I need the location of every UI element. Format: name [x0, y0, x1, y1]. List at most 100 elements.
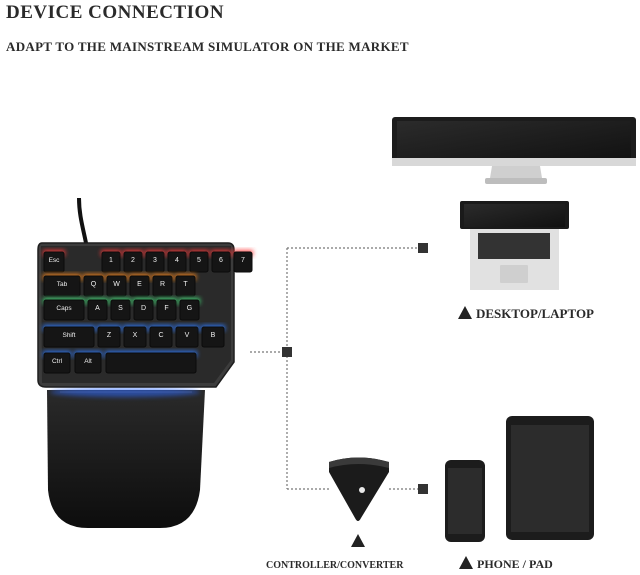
key-label: G [187, 305, 192, 312]
key-cap [105, 352, 197, 374]
key-cap [83, 275, 104, 297]
key-cap [43, 275, 81, 297]
key-label: 6 [219, 257, 223, 264]
keyboard-key: Esc [43, 250, 65, 273]
key-label: 2 [131, 257, 135, 264]
key-label: Ctrl [52, 358, 63, 365]
key-label: Z [107, 332, 112, 339]
key-cap [149, 326, 173, 348]
keyboard-key: A [87, 298, 108, 321]
page-title: DEVICE CONNECTION [6, 2, 225, 23]
key-cap [97, 326, 121, 348]
keyboard-key: Q [83, 274, 104, 297]
palm-rest [47, 390, 205, 528]
key-label: D [141, 305, 146, 312]
key-cap [152, 275, 173, 297]
triangle-marker-icon [458, 306, 472, 319]
key-cap [145, 251, 165, 273]
keyboard-key: 2 [123, 250, 143, 273]
keyboard-key: B [201, 325, 225, 348]
connector-nodes [282, 243, 428, 494]
laptop-icon [460, 201, 569, 290]
key-label: Q [91, 281, 97, 288]
key-label: Caps [56, 305, 72, 312]
converter-icon [329, 457, 389, 521]
key-cap [101, 251, 121, 273]
key-label: E [137, 281, 142, 288]
key-label: V [185, 332, 190, 339]
keyboard-key: E [129, 274, 150, 297]
phone-pad-label: PHONE / PAD [459, 556, 553, 572]
key-label: C [158, 332, 163, 339]
underglow [50, 387, 200, 397]
keyboard-key: 4 [167, 250, 187, 273]
key-label: A [95, 305, 100, 312]
controller-converter-label: CONTROLLER/CONVERTER [266, 560, 404, 571]
keyboard-key: 1 [101, 250, 121, 273]
key-cap [179, 299, 200, 321]
converter-marker [351, 533, 369, 551]
keyboard-key: S [110, 298, 131, 321]
key-cap [43, 326, 95, 348]
key-label: 4 [175, 257, 179, 264]
keyboard-key: 5 [189, 250, 209, 273]
imac-icon [392, 117, 636, 184]
key-cap [43, 299, 85, 321]
keyboard-key: C [149, 325, 173, 348]
key-label: 3 [153, 257, 157, 264]
key-cap [110, 299, 131, 321]
keyboard-key: Alt [74, 351, 102, 374]
keyboard-key: Shift [43, 325, 95, 348]
keyboard-cable [77, 197, 88, 244]
key-label: Alt [84, 358, 92, 365]
key-cap [175, 326, 199, 348]
triangle-marker-icon [459, 556, 473, 569]
keyboard-key: F [156, 298, 177, 321]
key-label: W [113, 281, 120, 288]
key-label: F [164, 305, 168, 312]
keyboard-key [105, 351, 197, 374]
key-cap [106, 275, 127, 297]
phone-icon [445, 460, 485, 542]
key-cap [43, 352, 71, 374]
key-cap [133, 299, 154, 321]
page-subtitle: ADAPT TO THE MAINSTREAM SIMULATOR ON THE… [6, 39, 409, 54]
key-cap [129, 275, 150, 297]
key-cap [167, 251, 187, 273]
key-cap [233, 251, 253, 273]
key-cap [189, 251, 209, 273]
key-cap [123, 251, 143, 273]
key-cap [156, 299, 177, 321]
keyboard-key: G [179, 298, 200, 321]
key-cap [87, 299, 108, 321]
key-cap [123, 326, 147, 348]
key-label: T [183, 281, 188, 288]
keyboard-key: 6 [211, 250, 231, 273]
keyboard-key: Tab [43, 274, 81, 297]
keyboard-key: V [175, 325, 199, 348]
key-label: 5 [197, 257, 201, 264]
key-cap [201, 326, 225, 348]
keyboard-key: X [123, 325, 147, 348]
keyboard-key: 7 [233, 250, 253, 273]
keyboard-key: R [152, 274, 173, 297]
keyboard-key: D [133, 298, 154, 321]
key-label: X [133, 332, 138, 339]
key-label: Esc [49, 257, 61, 264]
tablet-icon [506, 416, 594, 540]
key-label: R [160, 281, 165, 288]
key-cap [43, 251, 65, 273]
keyboard-key: T [175, 274, 196, 297]
key-label: Shift [62, 332, 75, 339]
keyboard-key: Z [97, 325, 121, 348]
key-cap [74, 352, 102, 374]
key-label: Tab [57, 281, 68, 288]
key-label: 7 [241, 257, 245, 264]
key-label: 1 [109, 257, 113, 264]
triangle-marker-icon [351, 534, 365, 547]
desktop-laptop-label: DESKTOP/LAPTOP [458, 306, 594, 322]
keyboard-key: W [106, 274, 127, 297]
key-cap [175, 275, 196, 297]
keyboard-key: 3 [145, 250, 165, 273]
keyboard-key: Ctrl [43, 351, 71, 374]
